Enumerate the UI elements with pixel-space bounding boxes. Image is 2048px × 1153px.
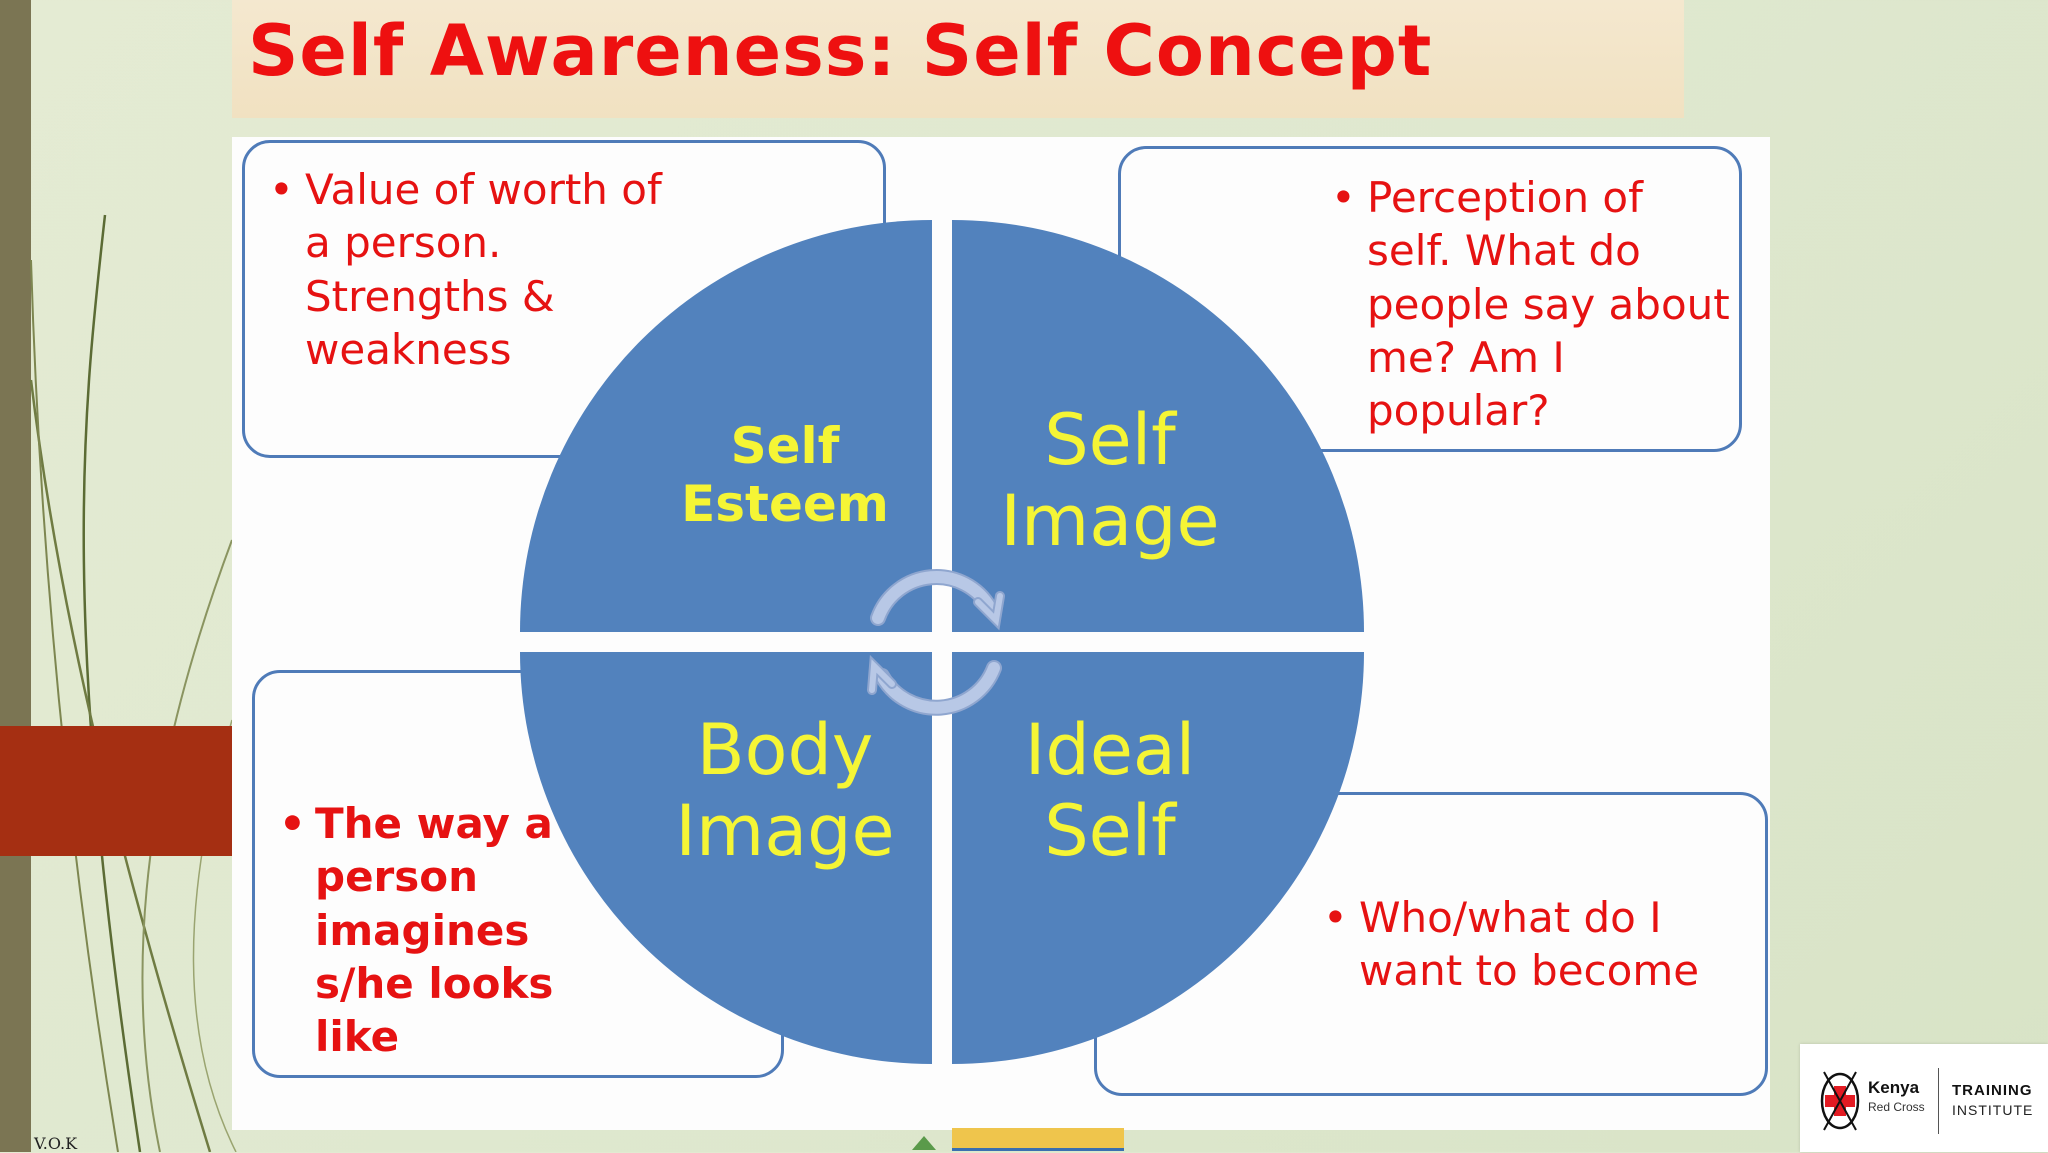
callout-body-image-text: The way a person imagines s/he looks lik… (279, 797, 619, 1064)
logo-org-line1: Kenya (1868, 1078, 1920, 1097)
left-sidebar-strip (0, 0, 31, 1152)
quadrant-label-body-image-line2: Image (675, 789, 895, 872)
callout-self-image-text: Perception of self. What do people say a… (1331, 171, 1731, 438)
quadrant-top-left (520, 220, 932, 632)
title-band (232, 0, 1684, 118)
logo-unit-line2: INSTITUTE (1952, 1102, 2034, 1118)
quadrant-label-self-esteem: Self Esteem (650, 417, 920, 533)
logo-divider (1938, 1068, 1939, 1134)
quadrant-label-ideal-self-line1: Ideal (1024, 709, 1196, 791)
quadrant-label-ideal-self-line2: Self (1044, 789, 1176, 872)
kenya-red-cross-training-logo: Kenya Red Cross TRAINING INSTITUTE (1800, 1044, 2048, 1152)
logo-unit-line1: TRAINING (1952, 1082, 2033, 1099)
quadrant-bottom-right (952, 652, 1364, 1064)
self-concept-circle: Self Esteem Self Image Body Image Ideal … (500, 200, 1400, 1100)
quadrant-label-body-image-line1: Body (696, 709, 874, 791)
cycle-arrows-icon (867, 569, 1005, 716)
quadrant-label-self-image-line1: Self (1044, 399, 1176, 481)
quadrant-label-self-image: Self Image (960, 400, 1260, 561)
quadrant-label-body-image: Body Image (630, 710, 940, 871)
accent-red-block (0, 726, 232, 856)
quadrant-label-self-image-line2: Image (1000, 479, 1220, 562)
callout-ideal-self-text: Who/what do I want to become (1323, 891, 1753, 998)
callout-self-esteem-text: Value of worth of a person. Strengths & … (269, 163, 689, 376)
quadrant-label-self-esteem-line2: Esteem (681, 474, 889, 533)
decorative-grass-lines (29, 214, 237, 1152)
quadrant-shapes (520, 220, 1364, 1064)
bottom-emblem-fragment (912, 1128, 1124, 1151)
quadrant-label-ideal-self: Ideal Self (960, 710, 1260, 871)
callout-self-image: Perception of self. What do people say a… (1118, 146, 1742, 452)
red-cross-emblem-icon (1820, 1071, 1860, 1131)
logo-org-line2: Red Cross (1868, 1100, 1925, 1114)
footer-initials: V.O.K (34, 1134, 78, 1153)
slide-title: Self Awareness: Self Concept (248, 10, 1433, 92)
quadrant-top-right (952, 220, 1364, 632)
quadrant-label-self-esteem-line1: Self (730, 417, 840, 475)
quadrant-bottom-left (520, 652, 932, 1064)
